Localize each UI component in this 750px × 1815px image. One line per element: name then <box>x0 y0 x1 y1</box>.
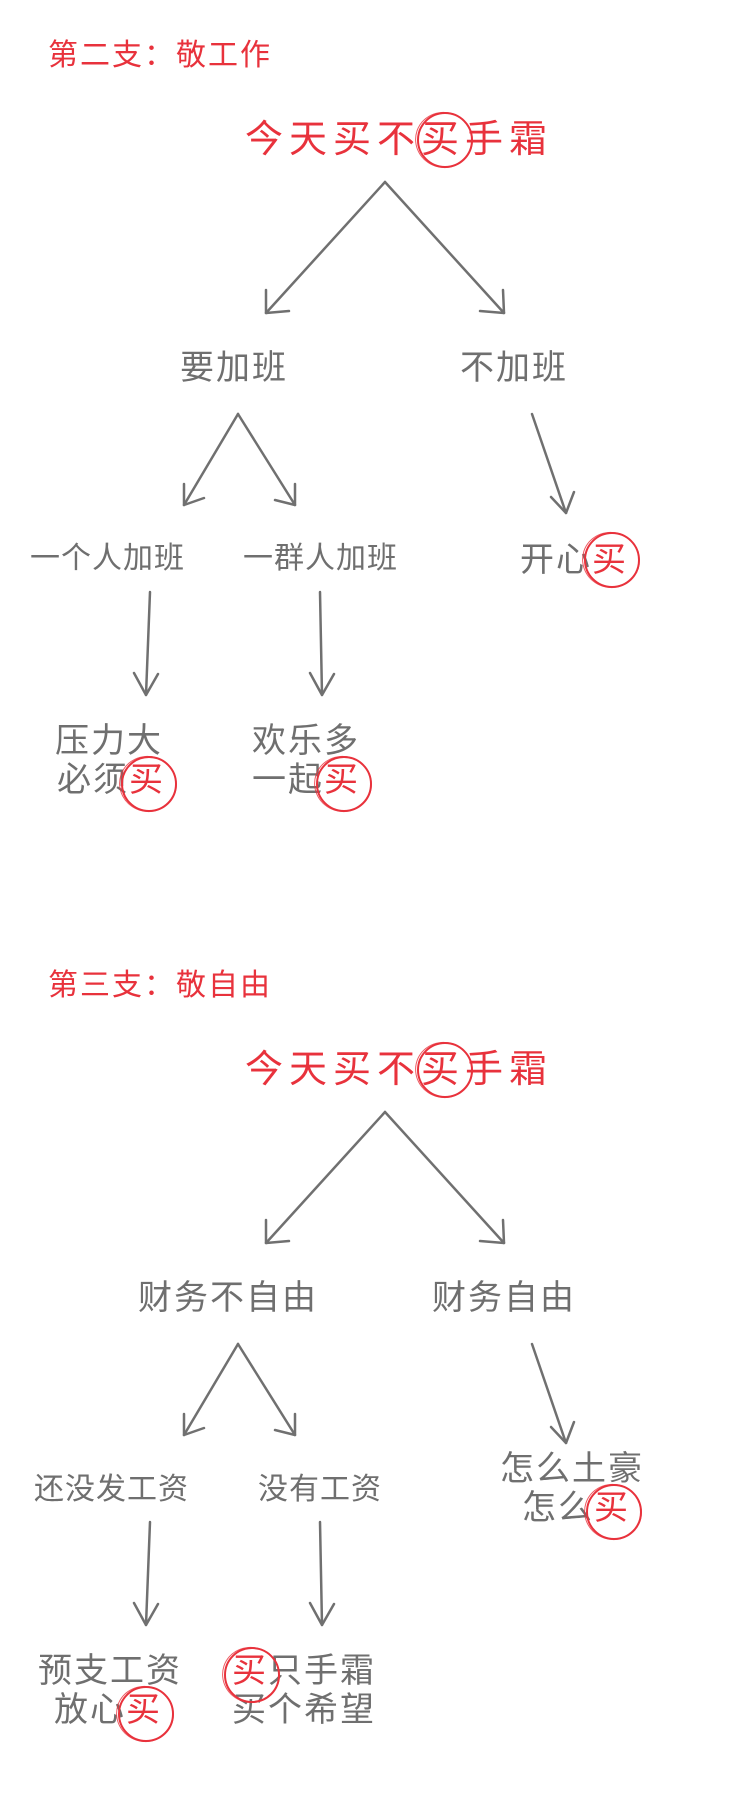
circled-buy-mark: 买 <box>584 532 640 589</box>
arrowhead <box>478 1218 506 1245</box>
leaf-line: 一起买 <box>252 756 372 813</box>
leaf-line: 放心买 <box>38 1686 182 1743</box>
root-text: 手霜 <box>465 1047 554 1091</box>
circled-buy-mark: 买 <box>417 1038 474 1098</box>
arrowhead <box>273 482 297 507</box>
leaf-text: 放心 <box>54 1690 126 1731</box>
section2-heading: 第三支：敬自由 <box>48 968 272 1003</box>
arrowhead <box>182 1412 206 1437</box>
circled-buy-mark: 买 <box>316 756 372 813</box>
circled-buy-mark: 买 <box>586 1484 642 1541</box>
section1-left-node: 要加班 <box>180 348 288 388</box>
arrow-root-to-right <box>383 1110 506 1245</box>
section1-heading: 第二支：敬工作 <box>48 38 272 73</box>
leaf-line: 买只手霜 <box>224 1647 376 1704</box>
arrowhead <box>549 490 576 515</box>
section1-right-node: 不加班 <box>460 348 568 388</box>
leaf-line: 压力大 <box>55 721 163 761</box>
leaf-text: 必须 <box>57 760 129 801</box>
arrow-ll-to-leaf <box>144 590 152 697</box>
arrow-root-to-right <box>383 180 506 315</box>
section1-root: 今天买不买手霜 <box>245 108 554 168</box>
section2-ll-node: 还没发工资 <box>34 1472 189 1507</box>
root-text: 今天买不 <box>245 1047 422 1091</box>
arrowhead <box>308 671 336 697</box>
arrowhead <box>549 1420 576 1445</box>
section2-lr-node: 没有工资 <box>258 1472 382 1507</box>
arrowhead <box>264 1218 291 1245</box>
arrow-left-to-ll <box>182 412 240 507</box>
arrowhead <box>478 288 506 315</box>
arrow-lr-to-leaf <box>318 1520 324 1627</box>
section1-ll-leaf: 压力大 必须买 <box>55 721 177 813</box>
section2-lr-leaf: 买只手霜 买个希望 <box>224 1647 376 1730</box>
section2-ll-leaf: 预支工资 放心买 <box>38 1651 182 1743</box>
arrowhead <box>308 1601 336 1627</box>
arrow-right-to-rleaf <box>530 412 568 515</box>
arrow-left-to-lr <box>236 412 297 507</box>
arrow-root-to-left <box>264 180 387 315</box>
leaf-text: 开心 <box>520 540 592 580</box>
section2-left-node: 财务不自由 <box>138 1278 318 1318</box>
leaf-text: 只手霜 <box>268 1651 376 1691</box>
root-text: 今天买不 <box>245 117 422 161</box>
leaf-text: 一起 <box>252 760 324 801</box>
leaf-text: 怎么 <box>522 1488 594 1529</box>
root-text: 手霜 <box>465 117 554 161</box>
section2-right-node: 财务自由 <box>432 1278 576 1318</box>
section1-lr-leaf: 欢乐多 一起买 <box>252 721 372 813</box>
arrowhead <box>182 482 206 507</box>
arrow-lr-to-leaf <box>318 590 324 697</box>
arrow-left-to-ll <box>182 1342 240 1437</box>
section2-root: 今天买不买手霜 <box>245 1038 554 1098</box>
circled-buy-mark: 买 <box>118 1686 174 1743</box>
section1-ll-node: 一个人加班 <box>30 541 185 576</box>
leaf-line: 怎么买 <box>500 1484 644 1541</box>
section1-right-leaf: 开心买 <box>520 532 640 589</box>
arrow-left-to-lr <box>236 1342 297 1437</box>
arrowhead <box>132 671 160 697</box>
arrow-root-to-left <box>264 1110 387 1245</box>
arrow-ll-to-leaf <box>144 1520 152 1627</box>
leaf-line: 预支工资 <box>38 1651 182 1691</box>
section2-right-leaf: 怎么土豪 怎么买 <box>500 1449 644 1541</box>
arrowhead <box>132 1601 160 1627</box>
circled-buy-mark: 买 <box>417 108 474 168</box>
leaf-line: 欢乐多 <box>252 721 360 761</box>
arrowhead <box>264 288 291 315</box>
leaf-line: 必须买 <box>55 756 177 813</box>
circled-buy-mark: 买 <box>224 1647 280 1704</box>
arrow-right-to-rleaf <box>530 1342 568 1445</box>
leaf-line: 怎么土豪 <box>500 1449 644 1489</box>
circled-buy-mark: 买 <box>121 756 177 813</box>
arrowhead <box>273 1412 297 1437</box>
section1-lr-node: 一群人加班 <box>243 541 398 576</box>
